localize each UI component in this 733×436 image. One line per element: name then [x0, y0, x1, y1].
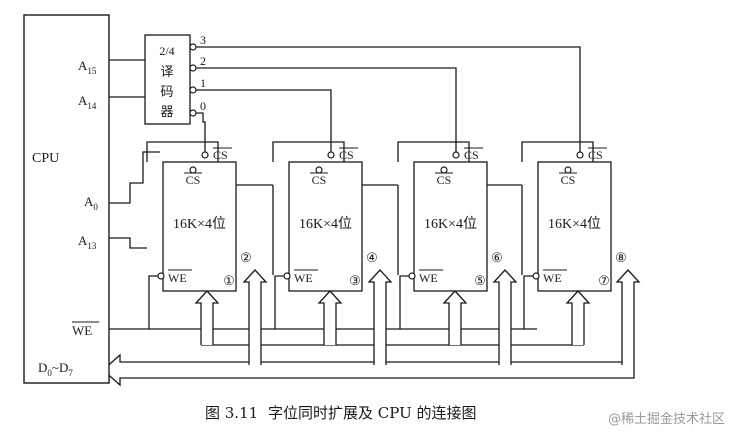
address-arrow-3 — [442, 290, 468, 345]
chip-1-left-number: ① — [223, 273, 235, 288]
chip-3-size-label: 16K×4位 — [424, 216, 477, 232]
address-arrow-2 — [317, 290, 343, 345]
chip-2-right-number: ④ — [366, 250, 378, 265]
chip-4-we-wire — [523, 275, 533, 329]
chip-3-cs-outer-label: CS — [464, 148, 479, 162]
pin-a13-label: A13 — [78, 233, 97, 251]
address-arrow-4 — [565, 290, 591, 345]
pin-a14-label: A14 — [78, 93, 97, 111]
chip-4-right-number: ⑧ — [615, 250, 627, 265]
data-arrow-3 — [492, 269, 518, 365]
chip-1-right-number: ② — [240, 250, 252, 265]
chip-3-right-number: ⑥ — [491, 250, 503, 265]
pin-a0-label: A0 — [84, 194, 98, 212]
chip-3-we-label: WE — [419, 271, 438, 285]
chip-4-left-number: ⑦ — [598, 273, 610, 288]
decoder-line-1: 2/4 — [159, 44, 174, 58]
pin-data-label: D0~D7 — [38, 360, 73, 378]
cs-wire-chip-3 — [196, 67, 457, 152]
chip-1-cs-inner-label: CS — [186, 173, 201, 187]
decoder-output-2-label: 2 — [200, 54, 206, 68]
chip-2-cs-outer-bubble — [327, 151, 335, 159]
chip-1-outer-frame — [146, 141, 219, 162]
decoder-output-0-label: 0 — [200, 99, 206, 113]
decoder-line-4: 器 — [160, 104, 173, 119]
chip-3-cs-outer-bubble — [452, 151, 460, 159]
watermark: @稀土掘金技术社区 — [607, 412, 725, 427]
chip-3-we-bubble — [408, 272, 416, 280]
cs-wire-chip-2 — [196, 89, 332, 152]
chip-1-cs-outer-bubble — [201, 151, 209, 159]
chip-3-outer-frame — [397, 141, 470, 162]
decoder-line-2: 译 — [160, 64, 173, 79]
chip-4-we-label: WE — [543, 271, 562, 285]
chip-4-outer-frame — [521, 141, 594, 162]
chip-3-left-number: ⑤ — [474, 273, 486, 288]
chip-4-we-bubble — [532, 272, 540, 280]
a13-wire — [109, 237, 147, 249]
bus-arrows — [194, 269, 641, 365]
chip-1-we-label: WE — [168, 271, 187, 285]
decoder-output-0-bubble — [189, 109, 197, 117]
data-arrow-4 — [615, 269, 641, 365]
chip-4-size-label: 16K×4位 — [548, 216, 601, 232]
data-arrow-2 — [367, 269, 393, 365]
chip-1-we-bubble — [157, 272, 165, 280]
address-arrow-1 — [194, 290, 220, 345]
chip-group: CS CS 16K×4位 WE ①② CS CS 16K×4位 WE ③④ CS CS 16K×4位 WE… — [157, 147, 627, 292]
decoder-output-1-bubble — [189, 86, 197, 94]
caption-title: 字位同时扩展及 CPU 的连接图 — [268, 404, 477, 422]
chip-4-cs-outer-label: CS — [588, 148, 603, 162]
chip-2-outer-frame — [272, 141, 345, 162]
caption-figure-number: 图 3.11 — [205, 404, 259, 422]
decoder-output-1-label: 1 — [200, 76, 206, 90]
decoder-block — [144, 34, 191, 125]
pin-we-label: WE — [72, 323, 92, 338]
decoder-output-3-label: 3 — [200, 33, 206, 47]
chip-2-left-number: ③ — [349, 273, 361, 288]
chip-2-cs-inner-label: CS — [312, 173, 327, 187]
decoder-outputs: 3 2 1 0 — [189, 33, 206, 117]
cpu-label: CPU — [32, 151, 59, 166]
decoder-output-2-bubble — [189, 64, 197, 72]
chip-2-we-label: WE — [294, 271, 313, 285]
chip-1-we-wire — [148, 275, 158, 329]
decoder-line-3: 码 — [160, 84, 173, 99]
chip-4-cs-inner-label: CS — [561, 173, 576, 187]
a0-wire — [109, 151, 160, 204]
chip-1-size-label: 16K×4位 — [173, 216, 226, 232]
chip-2-we-wire — [274, 275, 284, 329]
chip-2-cs-outer-label: CS — [339, 148, 354, 162]
data-bus-to-cpu — [102, 353, 635, 387]
figure-caption: 图 3.11 字位同时扩展及 CPU 的连接图 — [0, 398, 733, 428]
chip-1-cs-outer-label: CS — [213, 148, 228, 162]
chip-2-size-label: 16K×4位 — [299, 216, 352, 232]
decoder-output-3-bubble — [189, 43, 197, 51]
chip-3-cs-inner-label: CS — [437, 173, 452, 187]
cs-wire-chip-1 — [196, 112, 206, 152]
chip-2-we-bubble — [283, 272, 291, 280]
chip-4-cs-outer-bubble — [576, 151, 584, 159]
data-arrow-1 — [242, 269, 268, 365]
cs-wire-chip-4 — [196, 46, 581, 152]
wires — [102, 46, 635, 387]
pin-a15-label: A15 — [78, 58, 97, 76]
chip-3-we-wire — [399, 275, 409, 329]
